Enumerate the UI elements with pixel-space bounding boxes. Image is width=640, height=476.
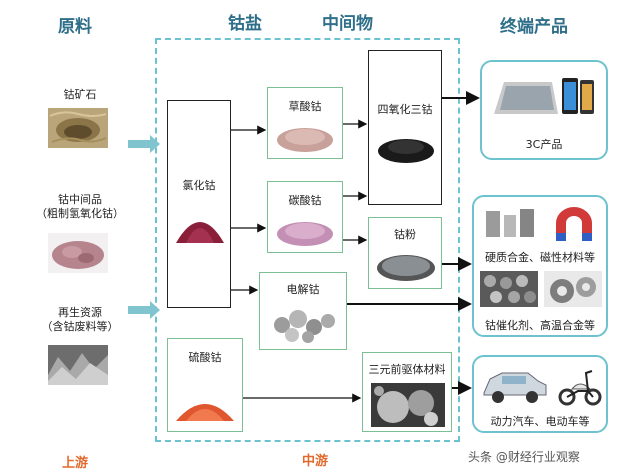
- hardmetal-image: [482, 205, 538, 243]
- header-intermediate: 中间物: [322, 14, 373, 34]
- sulfate-label: 硫酸钴: [188, 351, 222, 364]
- ev-car-icon: [480, 363, 550, 407]
- electronics-label: 3C产品: [525, 138, 563, 151]
- precursor-box: 三元前驱体材料: [362, 352, 452, 432]
- raw-recycle-label-2: （含钴废料等）: [41, 320, 119, 333]
- electrolytic-image: [268, 303, 340, 345]
- raw-recycle-label-1: 再生资源: [58, 306, 102, 319]
- sulfate-image: [174, 383, 236, 423]
- tetroxide-image: [375, 131, 437, 165]
- tetroxide-label: 四氧化三钴: [377, 103, 433, 116]
- powder-image: [375, 248, 437, 284]
- catalyst-image: [480, 271, 538, 307]
- carbonate-image: [274, 214, 336, 248]
- sulfate-box: 硫酸钴: [167, 338, 243, 432]
- precursor-label: 三元前驱体材料: [368, 363, 446, 376]
- powder-box: 钴粉: [368, 217, 442, 289]
- scrap-image: [48, 345, 108, 385]
- hydroxide-image: [48, 233, 108, 273]
- e-scooter-icon: [558, 363, 602, 407]
- electrolytic-label: 电解钴: [286, 283, 320, 296]
- alloy-box: 硬质合金、磁性材料等 钴催化剂、高温合金等: [472, 195, 608, 337]
- chloride-label: 氯化钴: [182, 179, 216, 192]
- precursor-image: [371, 383, 445, 427]
- footer-upstream: 上游: [62, 456, 89, 471]
- header-salt: 钴盐: [228, 14, 262, 34]
- tetroxide-box: 四氧化三钴: [368, 50, 442, 205]
- carbonate-box: 碳酸钴: [267, 181, 343, 253]
- header-raw: 原料: [58, 17, 92, 37]
- oxalate-image: [274, 120, 336, 154]
- chloride-box: 氯化钴: [167, 100, 231, 308]
- watermark: 头条 @财经行业观察: [468, 450, 580, 464]
- chloride-image: [174, 205, 226, 245]
- vehicles-label: 动力汽车、电动车等: [490, 415, 590, 428]
- catalyst-label: 钴催化剂、高温合金等: [485, 319, 595, 332]
- powder-label: 钴粉: [394, 228, 416, 241]
- vehicles-box: 动力汽车、电动车等: [472, 355, 608, 433]
- electronics-box: 3C产品: [480, 60, 608, 160]
- footer-midstream: 中游: [302, 454, 329, 469]
- carbonate-label: 碳酸钴: [288, 194, 322, 207]
- alloy-label: 硬质合金、磁性材料等: [485, 251, 595, 264]
- header-products: 终端产品: [500, 17, 568, 37]
- oxalate-label: 草酸钴: [288, 100, 322, 113]
- oxalate-box: 草酸钴: [267, 87, 343, 159]
- raw-ore-label: 钴矿石: [63, 88, 97, 101]
- ore-image: [48, 108, 108, 148]
- raw-intermediate-label-2: （粗制氢氧化钴）: [36, 207, 124, 220]
- midstream-frame: [155, 38, 460, 442]
- electrolytic-box: 电解钴: [259, 272, 347, 350]
- magnet-icon: [550, 205, 598, 243]
- electronics-image: [492, 74, 596, 124]
- bearing-image: [544, 271, 602, 307]
- raw-intermediate-label-1: 钴中间品: [58, 193, 102, 206]
